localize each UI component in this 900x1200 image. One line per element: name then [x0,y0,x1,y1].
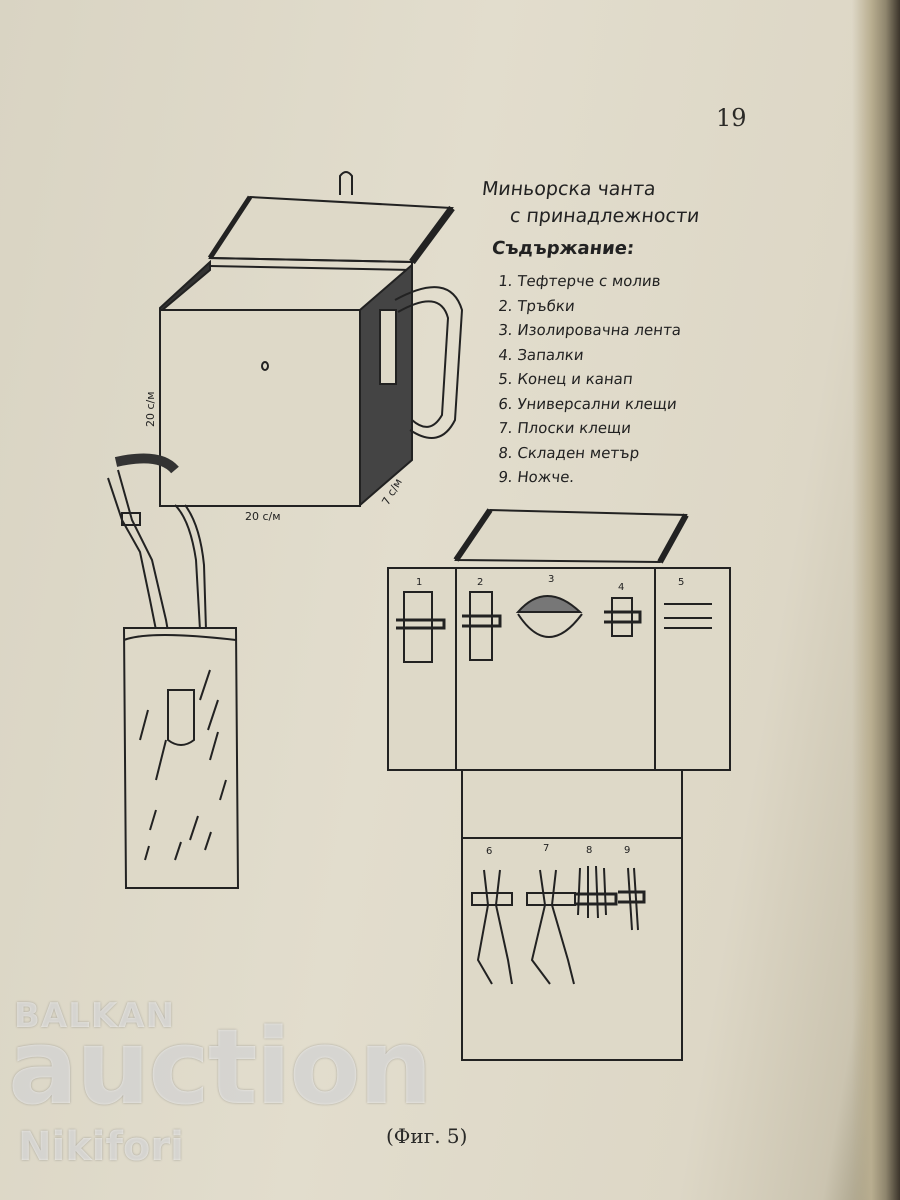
compartment-number-4: 4 [618,582,624,593]
page-edge [852,0,900,1200]
list-item: 6. Универсални клещи [497,394,678,413]
list-item: 1. Тефтерче с молив [497,272,662,290]
list-item: 7. Плоски клещи [497,419,632,437]
compartment-number-6: 6 [486,846,492,857]
compartment-number-1: 1 [416,577,422,588]
dimension-width: 20 с/м [245,510,281,523]
list-item: 5. Конец и канап [497,370,634,388]
list-item: 4. Запалки [497,345,585,364]
figure-caption: (Фиг. 5) [386,1124,468,1148]
list-item: 2. Тръбки [497,296,576,315]
list-item: 8. Складен метър [497,443,641,462]
compartment-number-3: 3 [548,574,554,585]
contents-heading: Съдържание: [490,238,636,259]
watermark-nikifori: Nikifori [18,1124,184,1170]
compartment-number-5: 5 [678,577,684,588]
dimension-height: 20 с/м [144,391,157,427]
compartment-number-8: 8 [586,845,592,856]
watermark-balkan: BALKAN [14,996,176,1036]
watermark-auction: auction [8,1006,433,1128]
compartment-number-7: 7 [543,843,549,854]
compartment-number-9: 9 [624,845,630,856]
figure-title-line1: Миньорска чанта [480,178,657,200]
compartment-number-2: 2 [477,577,483,588]
figure-title-line2: с принадлежности [508,205,701,227]
page-number: 19 [716,104,747,132]
contents-list: 1. Тефтерче с молив 2. Тръбки 3. Изолиро… [497,272,682,493]
list-item: 9. Ножче. [497,468,576,486]
list-item: 3. Изолировачна лента [497,321,682,339]
